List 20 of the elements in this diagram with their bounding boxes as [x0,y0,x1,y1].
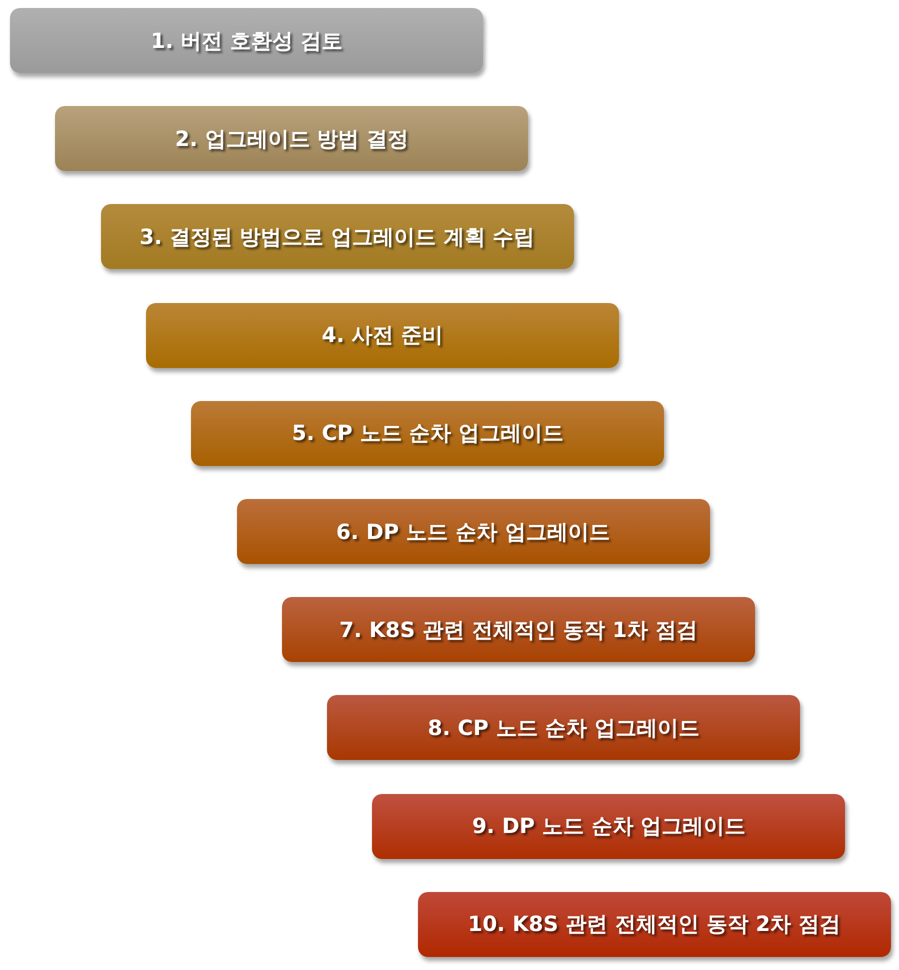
step-label: 1. 버전 호환성 검토 [150,28,344,52]
step-box [146,302,619,368]
step-label: 10. K8S 관련 전체적인 동작 2차 점검 [466,912,842,936]
step-box [236,499,710,564]
step-label: 5. CP 노드 순차 업그레이드 [290,421,564,446]
step-box [10,8,483,73]
step-box [55,106,528,172]
step-label: 7. K8S 관련 전체적인 동작 1차 점검 [338,618,698,642]
step-box [100,204,574,270]
step-box [418,892,891,957]
step-label: 9. DP 노드 순차 업그레이드 [471,814,747,838]
step-box [191,400,664,466]
step-box [372,794,846,859]
step-box [327,695,800,760]
step-label: 8. CP 노드 순차 업그레이드 [426,716,700,740]
step-label: 2. 업그레이드 방법 결정 [174,126,410,151]
step-label: 6. DP 노드 순차 업그레이드 [335,520,611,544]
step-label: 3. 결정된 방법으로 업그레이드 계획 수립 [138,224,536,249]
step-label: 4. 사전 준비 [320,323,444,348]
step-box [282,597,755,662]
